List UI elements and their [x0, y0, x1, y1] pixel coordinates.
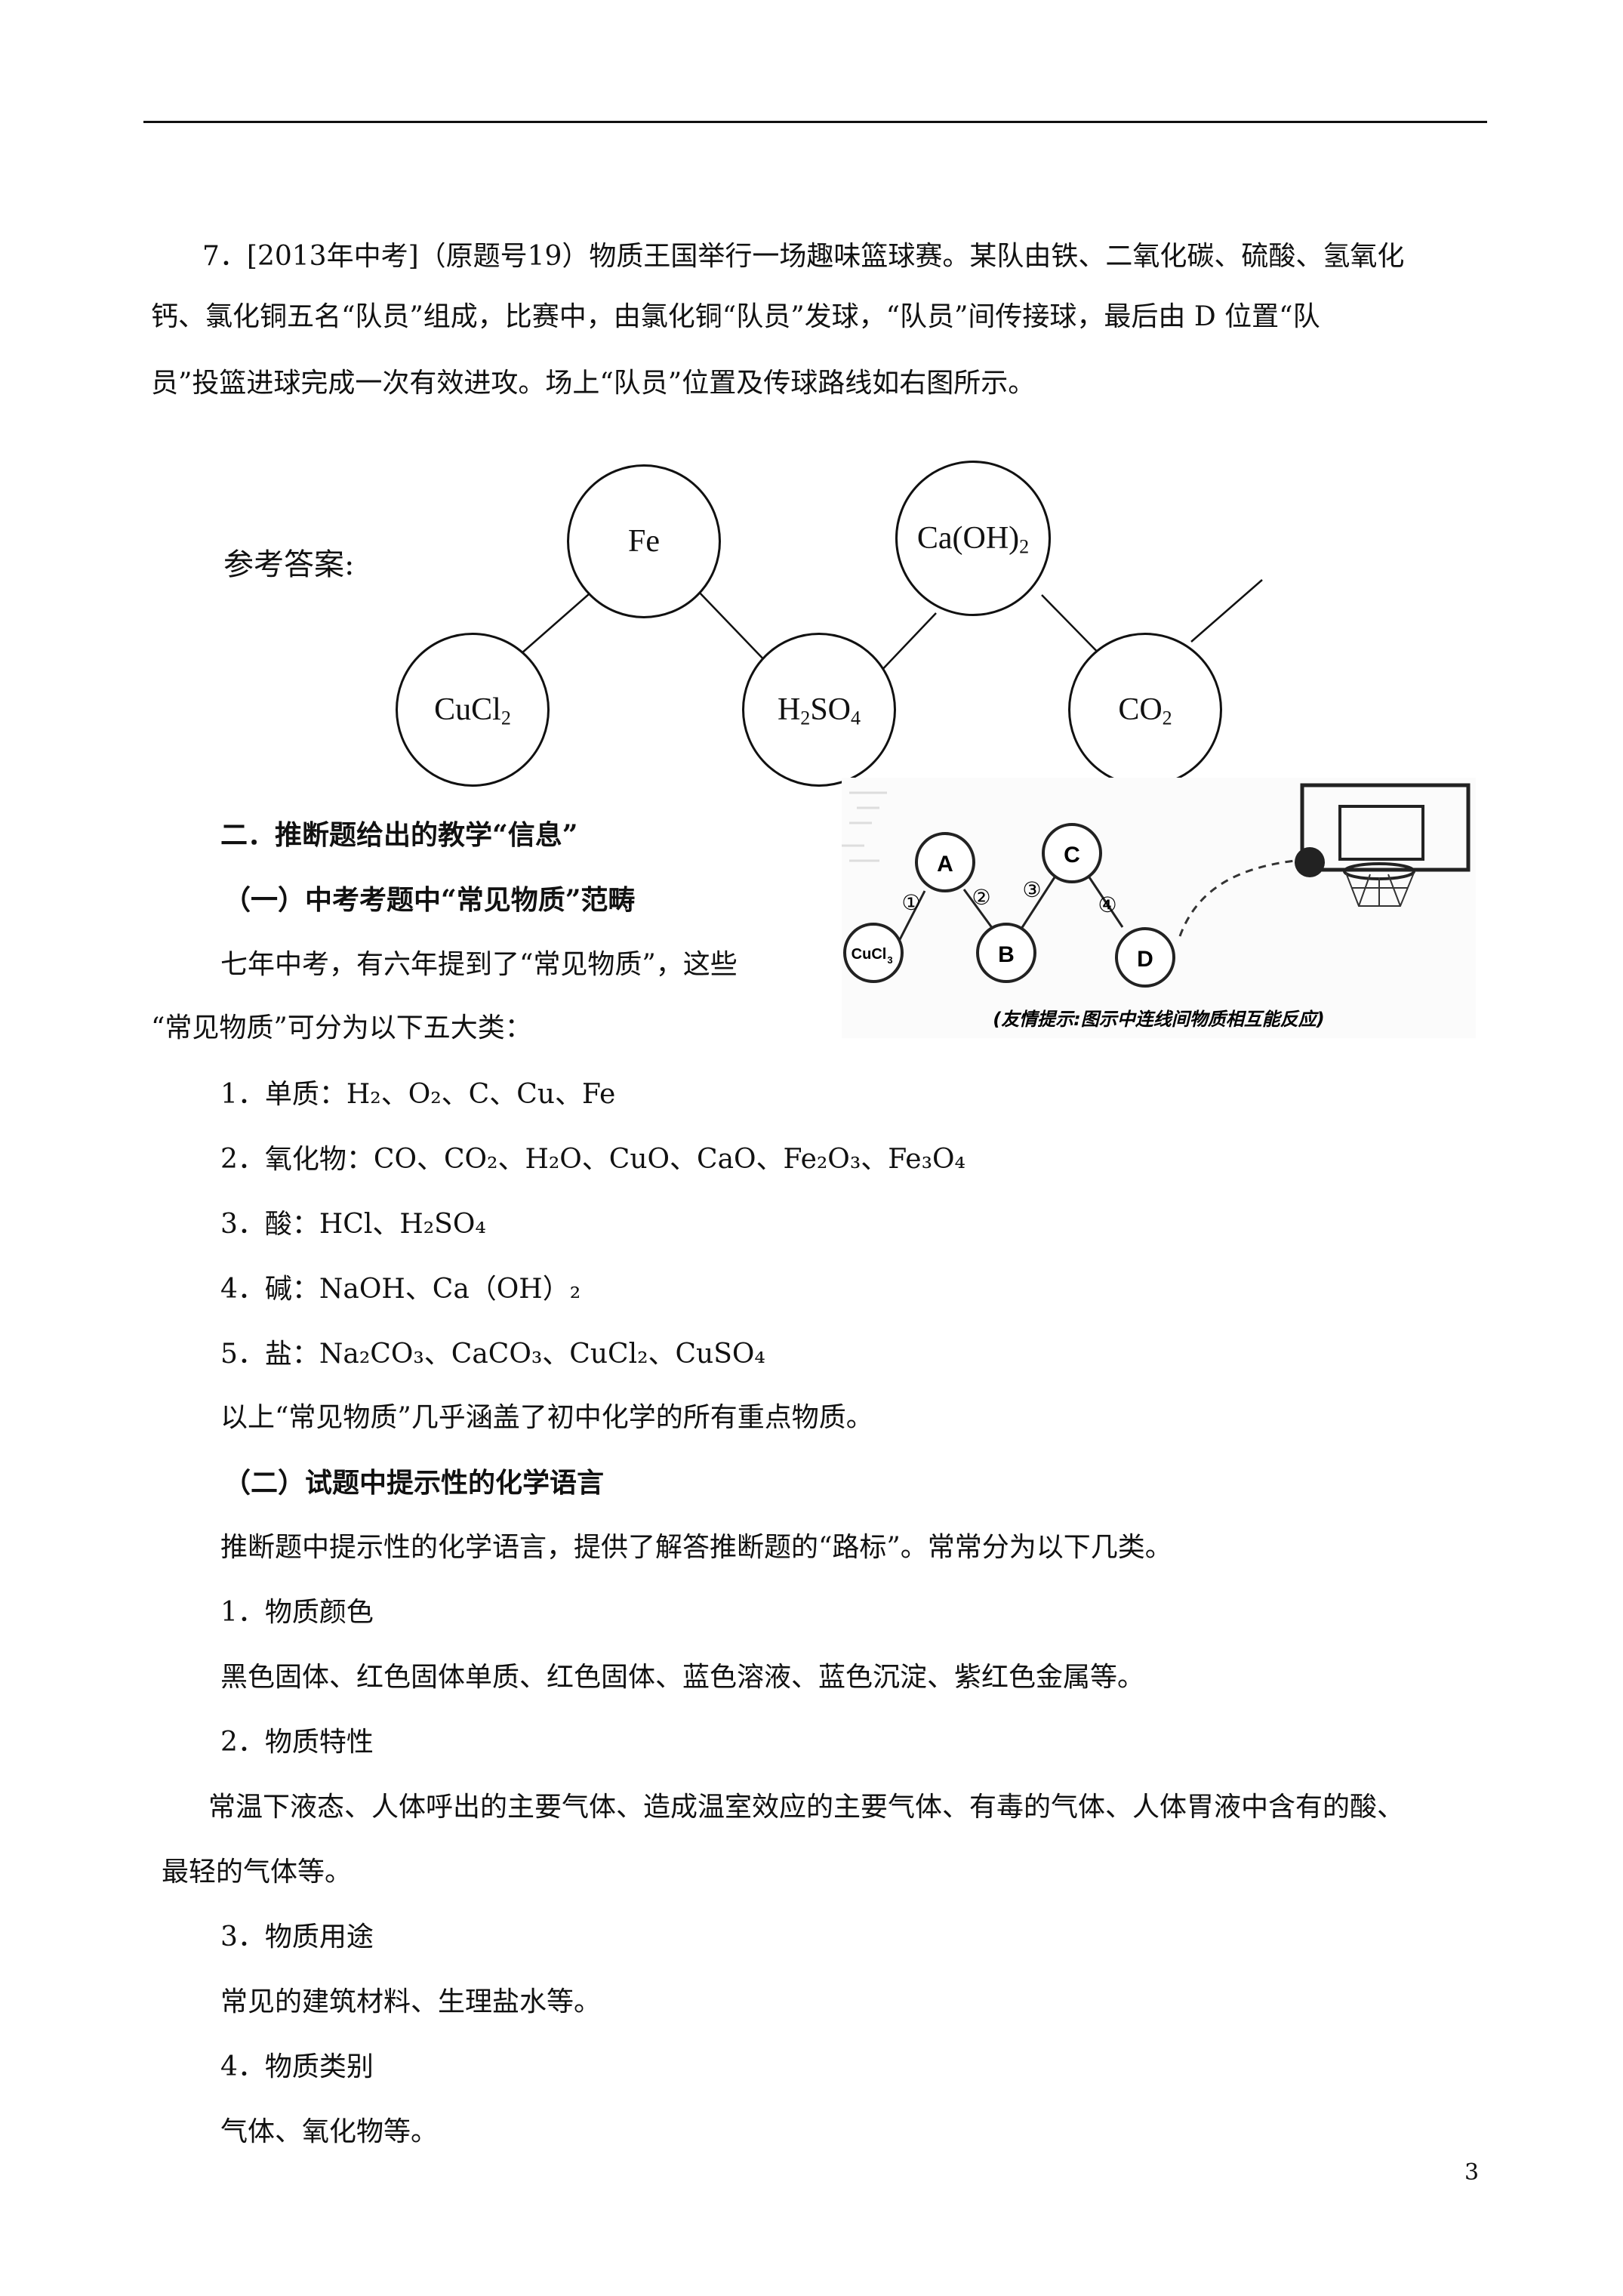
- cat3-title: 3．物质用途: [220, 1922, 374, 1952]
- node-co2-label: CO2: [1118, 692, 1172, 729]
- category-item-3: 3．酸：HCl、H₂SO₄: [220, 1209, 486, 1240]
- inset-label-cucl3: CuCl: [852, 946, 887, 963]
- cat1-text: 黑色固体、红色固体单质、红色固体、蓝色溶液、蓝色沉淀、紫红色金属等。: [220, 1662, 1145, 1693]
- edge-fe-h2so4: [695, 588, 769, 665]
- node-caoh2: Ca(OH)2: [895, 461, 1051, 616]
- section2-sub2: （二）试题中提示性的化学语言: [223, 1467, 605, 1499]
- edge-h2so4-caoh2: [876, 612, 937, 676]
- node-co2: CO2: [1068, 633, 1222, 787]
- cat4-text: 气体、氧化物等。: [220, 2116, 439, 2147]
- section2-heading: 二．推断题给出的教学“信息”: [220, 819, 578, 851]
- node-fe: Fe: [567, 464, 721, 618]
- node-cucl2: CuCl2: [396, 633, 550, 787]
- question-line-3: 员”投篮进球完成一次有效进攻。场上“队员”位置及传球路线如右图所示。: [151, 368, 1036, 399]
- basketball-figure-svg: A B C D CuCl 3 ① ② ③ ④ (友情提示:图示中连线间物质相互能…: [842, 778, 1476, 1038]
- inset-edge-1: ①: [901, 890, 920, 915]
- inset-node-d: [1115, 927, 1175, 988]
- inset-node-b: [976, 923, 1036, 983]
- inset-caption: (友情提示:图示中连线间物质相互能反应): [993, 1009, 1325, 1030]
- section2-intro-line2: “常见物质”可分为以下五大类：: [151, 1012, 532, 1043]
- category-item-2: 2．氧化物：CO、CO₂、H₂O、CuO、CaO、Fe₂O₃、Fe₃O₄: [220, 1144, 965, 1175]
- backboard-icon: [1300, 783, 1471, 872]
- inset-label-b: B: [998, 942, 1015, 967]
- inset-node-cucl3: [843, 923, 904, 983]
- net-icon: [1345, 872, 1415, 907]
- section2-sub2-intro: 推断题中提示性的化学语言，提供了解答推断题的“路标”。常常分为以下几类。: [220, 1532, 1172, 1563]
- cat2-line2: 最轻的气体等。: [162, 1857, 353, 1888]
- basketball-icon: [1295, 847, 1325, 877]
- inset-label-c: C: [1064, 843, 1080, 868]
- inset-label-a: A: [937, 852, 953, 877]
- cat2-line1: 常温下液态、人体呼出的主要气体、造成温室效应的主要气体、有毒的气体、人体胃液中含…: [208, 1792, 1405, 1823]
- category-item-5: 5．盐：Na₂CO₃、CaCO₃、CuCl₂、CuSO₄: [220, 1339, 765, 1370]
- category-item-1: 1．单质：H₂、O₂、C、Cu、Fe: [220, 1079, 616, 1110]
- inset-edge-3: ③: [1022, 877, 1041, 902]
- page-number: 3: [1464, 2159, 1480, 2186]
- edge-co2-basket: [1190, 579, 1263, 643]
- summary-line: 以上“常见物质”几乎涵盖了初中化学的所有重点物质。: [220, 1402, 873, 1433]
- category-item-4: 4．碱：NaOH、Ca（OH）₂: [220, 1274, 581, 1305]
- node-caoh2-label: Ca(OH)2: [916, 521, 1030, 558]
- node-cucl2-label: CuCl2: [434, 692, 511, 729]
- section2-sub1: （一）中考考题中“常见物质”范畴: [223, 884, 636, 916]
- section2-intro-line1: 七年中考，有六年提到了“常见物质”，这些: [220, 949, 738, 980]
- answer-label: 参考答案:: [223, 547, 355, 582]
- inset-node-c: [1042, 823, 1102, 883]
- node-h2so4-label: H2SO4: [777, 692, 861, 729]
- cat2-title: 2．物质特性: [220, 1727, 374, 1758]
- cat1-title: 1．物质颜色: [220, 1597, 374, 1628]
- inset-edge-4: ④: [1098, 892, 1116, 917]
- cat3-text: 常见的建筑材料、生理盐水等。: [220, 1986, 602, 2017]
- inset-edge-2: ②: [972, 885, 990, 910]
- inset-label-cucl3-sub: 3: [887, 954, 892, 966]
- inset-node-a: [915, 832, 975, 892]
- edge-cucl2-fe: [520, 588, 596, 655]
- header-rule: [143, 121, 1487, 123]
- basketball-figure: A B C D CuCl 3 ① ② ③ ④ (友情提示:图示中连线间物质相互能…: [842, 778, 1476, 1038]
- inset-label-d: D: [1137, 947, 1153, 972]
- question-line-1: 7．[2013年中考]（原题号19）物质王国举行一场趣味篮球赛。某队由铁、二氧化…: [202, 241, 1405, 272]
- question-line-2: 钙、氯化铜五名“队员”组成，比赛中，由氯化铜“队员”发球，“队员”间传接球，最后…: [151, 301, 1320, 332]
- node-h2so4: H2SO4: [742, 633, 896, 787]
- cat4-title: 4．物质类别: [220, 2051, 374, 2082]
- node-fe-label: Fe: [628, 524, 660, 559]
